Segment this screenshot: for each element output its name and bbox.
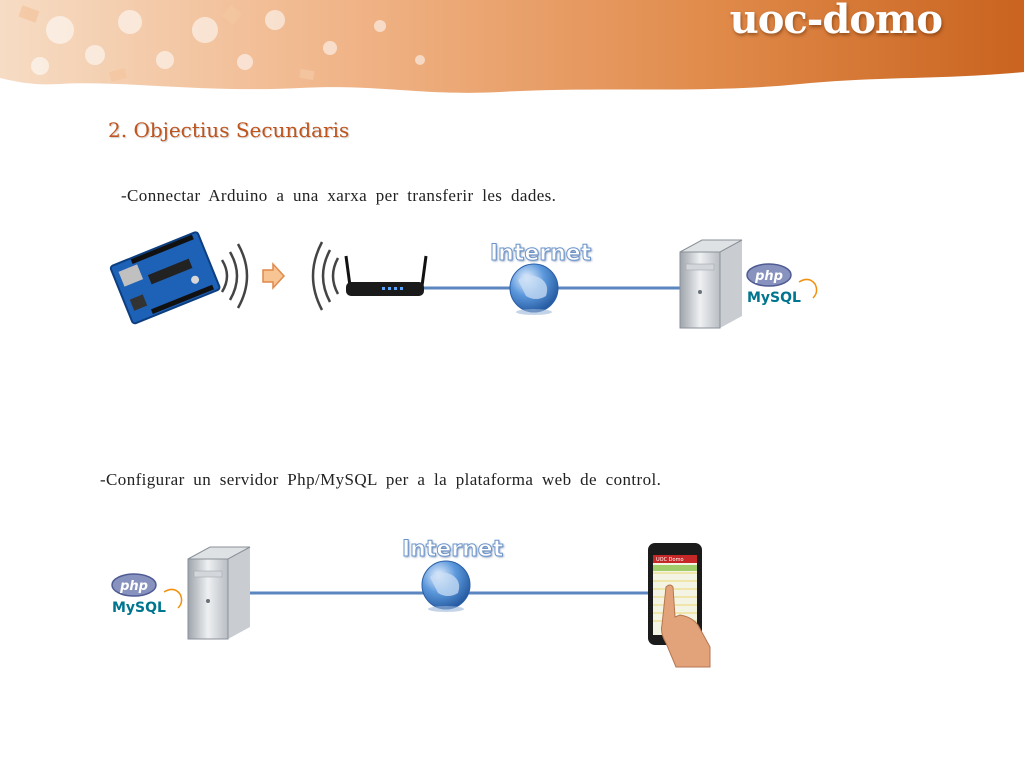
router-icon xyxy=(344,255,428,296)
brand-title: uoc-domo xyxy=(729,0,943,43)
php-mysql-logo: php MySQL xyxy=(746,263,818,306)
server-tower-icon xyxy=(187,546,251,640)
arrow-right-icon xyxy=(262,262,286,290)
php-text: php xyxy=(754,269,783,284)
mysql-text: MySQL xyxy=(112,600,166,616)
bullet-server-config: -Configurar un servidor Php/MySQL per a … xyxy=(100,470,662,489)
slide-heading: 2. Objectius Secundaris xyxy=(108,118,350,142)
wifi-signal-icon xyxy=(311,241,340,311)
network-diagram-2: UOC Domo xyxy=(187,543,711,668)
wifi-signal-icon xyxy=(220,243,249,309)
php-logo-icon: php xyxy=(111,573,157,597)
mysql-text: MySQL xyxy=(747,290,801,306)
php-logo-icon: php xyxy=(746,263,792,287)
mysql-logo-icon: MySQL xyxy=(112,588,183,616)
hand-pointer-icon xyxy=(661,584,711,668)
network-diagram-1 xyxy=(109,231,743,329)
globe-icon xyxy=(421,560,471,612)
header-banner xyxy=(0,0,1024,93)
mysql-logo-icon: MySQL xyxy=(747,278,818,306)
php-text: php xyxy=(119,579,148,594)
internet-label: Internet xyxy=(489,241,592,267)
bullet-arduino-network: -Connectar Arduino a una xarxa per trans… xyxy=(121,186,557,205)
globe-icon xyxy=(509,263,559,315)
php-mysql-logo: php MySQL xyxy=(111,573,183,616)
internet-label: Internet xyxy=(401,537,504,563)
server-tower-icon xyxy=(679,239,743,329)
phone-app-title: UOC Domo xyxy=(656,557,684,563)
arduino-board-icon xyxy=(109,231,221,325)
